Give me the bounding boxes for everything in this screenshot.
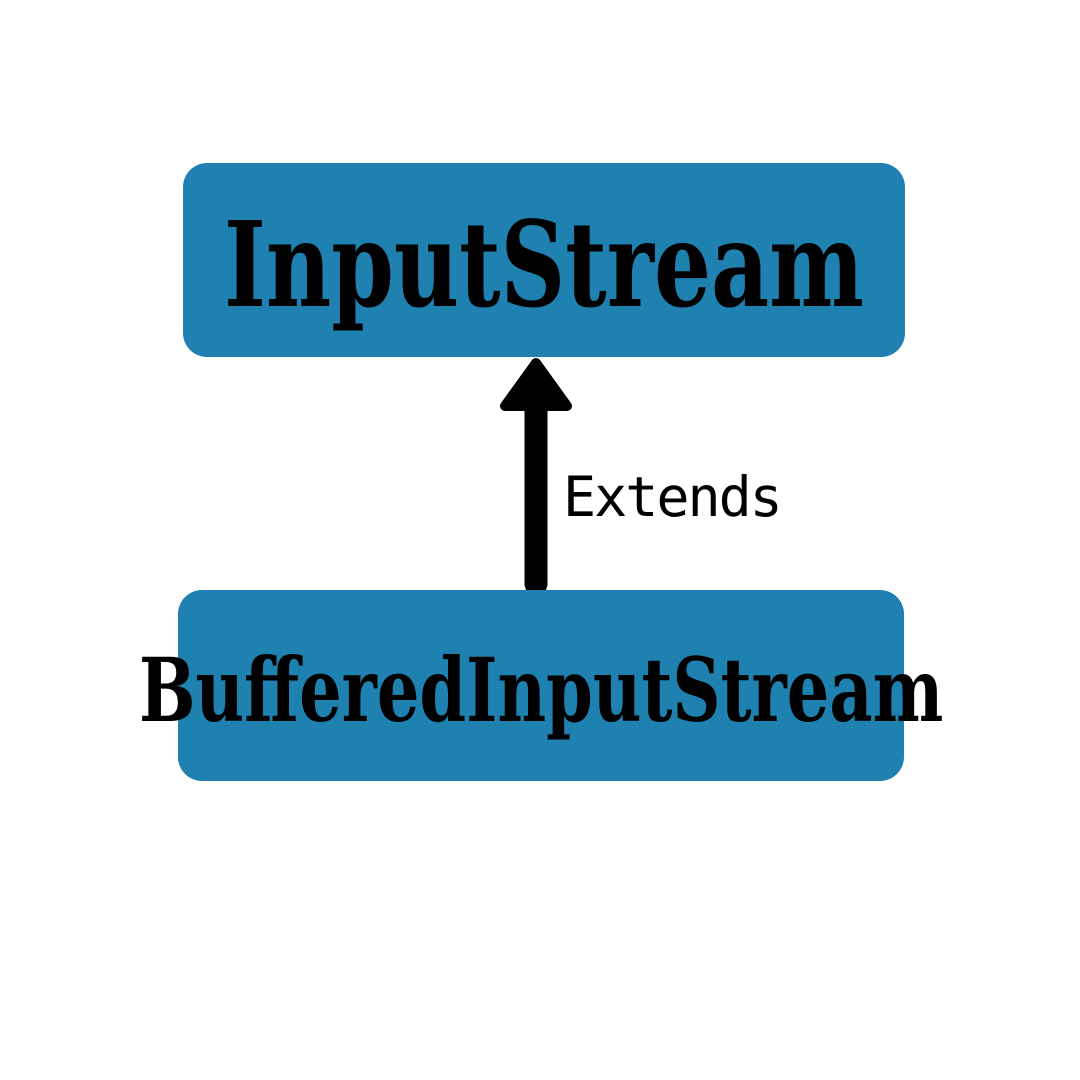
extends-arrow-icon xyxy=(500,358,572,591)
extends-edge-label: Extends xyxy=(563,465,783,529)
class-node-bufferedinputstream: BufferedInputStream xyxy=(139,590,943,781)
class-node-bufferedinputstream-label: BufferedInputStream xyxy=(138,637,944,742)
class-node-inputstream-label: InputStream xyxy=(224,195,864,334)
class-node-inputstream: InputStream xyxy=(183,163,905,357)
